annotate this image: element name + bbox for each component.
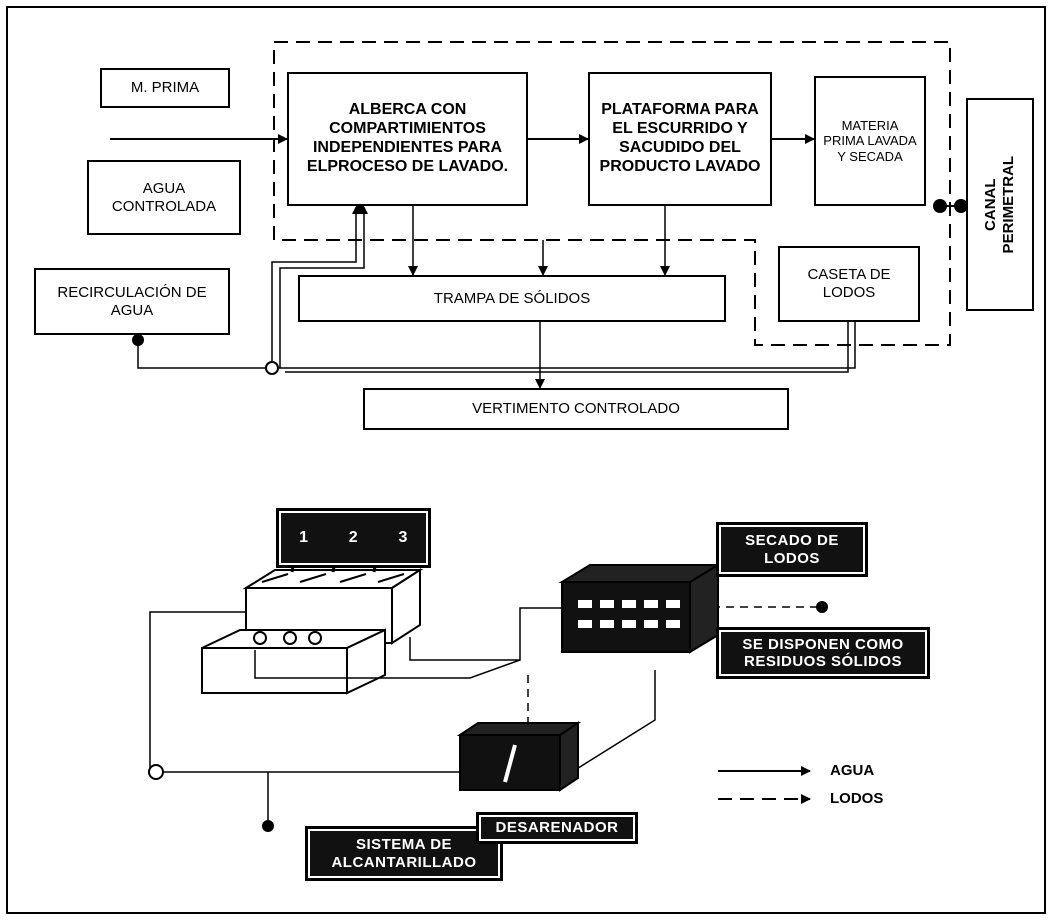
residuos-solidos-label: SE DISPONEN COMO RESIDUOS SÓLIDOS bbox=[716, 627, 930, 679]
drying-bed bbox=[558, 563, 722, 654]
caseta-de-lodos-box: CASETA DE LODOS bbox=[778, 246, 920, 322]
legend-agua-label: AGUA bbox=[830, 762, 875, 779]
process-enclosure-dashed bbox=[273, 41, 951, 346]
desarenador-tank bbox=[456, 721, 582, 792]
materia-prima-box: MATERIA PRIMA LAVADA Y SECADA bbox=[814, 76, 926, 206]
drying-bed-cells bbox=[578, 600, 680, 628]
recirculation-line-3 bbox=[279, 210, 365, 368]
compartment-1: 1 bbox=[299, 528, 309, 546]
canal-perimetral-box: CANAL PERIMETRAL bbox=[966, 98, 1034, 311]
secado-de-lodos-label: SECADO DE LODOS bbox=[716, 522, 868, 577]
lower-tank-holes bbox=[253, 631, 322, 645]
recirculation-line-2 bbox=[271, 210, 357, 368]
recirculacion-box: RECIRCULACIÓN DE AGUA bbox=[34, 268, 230, 335]
trampa-de-solidos-box: TRAMPA DE SÓLIDOS bbox=[298, 275, 726, 322]
recirculation-line-4 bbox=[285, 322, 849, 373]
recirculation-arrowhead bbox=[352, 198, 368, 214]
compartment-2: 2 bbox=[348, 528, 359, 546]
compartment-3: 3 bbox=[398, 528, 408, 546]
lower-wash-tank bbox=[201, 628, 386, 695]
agua-controlada-box: AGUA CONTROLADA bbox=[87, 160, 241, 235]
plataforma-box: PLATAFORMA PARA EL ESCURRIDO Y SACUDIDO … bbox=[588, 72, 772, 206]
junction-dot bbox=[265, 361, 279, 375]
recirculation-pump-dot bbox=[132, 334, 144, 346]
upper-tank-slots bbox=[261, 573, 405, 583]
figure-frame bbox=[6, 6, 1046, 914]
m-prima-box: M. PRIMA bbox=[100, 68, 230, 108]
sistema-alcantarillado-label: SISTEMA DE ALCANTARILLADO bbox=[305, 826, 503, 881]
desarenador-label: DESARENADOR bbox=[476, 812, 638, 844]
alberca-box: ALBERCA CON COMPARTIMIENTOS INDEPENDIENT… bbox=[287, 72, 528, 206]
canal-perimetral-label: CANAL PERIMETRAL bbox=[982, 155, 1017, 254]
vertimento-controlado-box: VERTIMENTO CONTROLADO bbox=[363, 388, 789, 430]
compartment-panel: 1 2 3 bbox=[276, 508, 431, 568]
valve-bottom-left bbox=[148, 764, 164, 780]
legend-lodos-label: LODOS bbox=[830, 790, 884, 807]
residuos-endpoint-dot bbox=[816, 601, 828, 613]
recirculation-line bbox=[137, 322, 856, 369]
bottom-piping bbox=[149, 606, 820, 820]
sewer-outlet-dot bbox=[262, 820, 274, 832]
